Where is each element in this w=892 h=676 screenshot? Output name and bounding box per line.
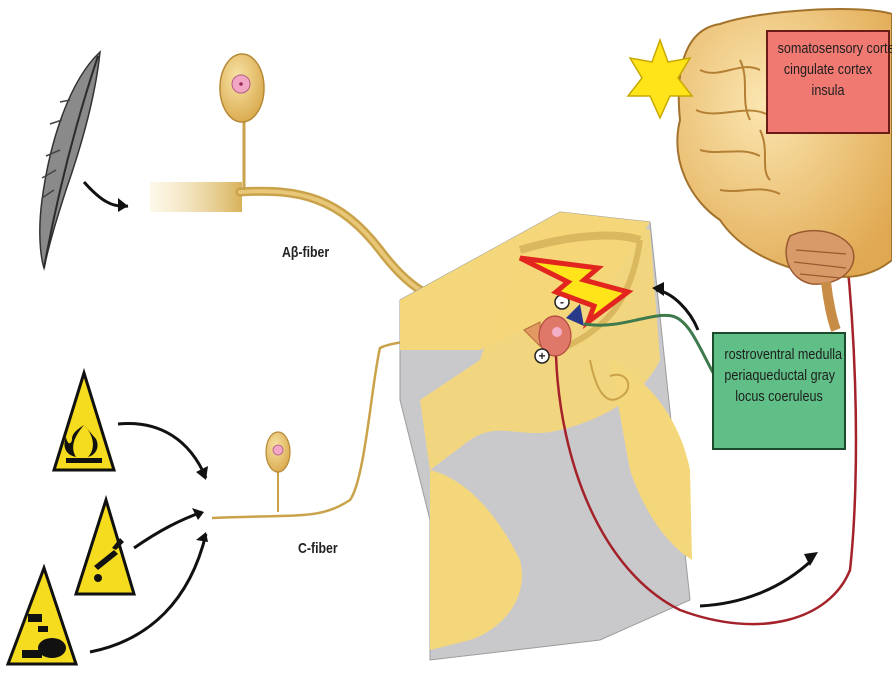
region-locus-coeruleus: locus coeruleus: [724, 386, 833, 407]
modulation-arrow: [656, 290, 698, 330]
plus-sign: +: [538, 349, 545, 363]
brainstem-regions-box: rostroventral medulla periaqueductal gra…: [712, 332, 846, 450]
region-rostroventral-medulla: rostroventral medulla: [724, 344, 833, 365]
region-insula: insula: [778, 80, 879, 101]
region-periaqueductal-gray: periaqueductal gray: [724, 365, 833, 386]
c-fiber-label: C-fiber: [298, 540, 338, 557]
ascending-arrow: [700, 560, 812, 606]
abeta-axon-sheath: [150, 182, 242, 212]
c-nucleus: [273, 445, 283, 455]
region-cingulate-cortex: cingulate cortex: [778, 59, 879, 80]
arrowhead: [118, 198, 128, 212]
excitatory-sign: +: [535, 349, 549, 363]
corrosive-hazard-icon: [8, 568, 76, 664]
arrowheads: [192, 466, 208, 542]
fire-hazard-icon: [54, 373, 114, 470]
sharp-object-hazard-icon: [76, 500, 134, 594]
abeta-fiber-label: Aβ-fiber: [282, 244, 329, 261]
spinal-cord-icon: [400, 212, 692, 660]
cortex-regions-box: somatosensory cortex cingulate cortex in…: [766, 30, 890, 134]
region-somatosensory-cortex: somatosensory cortex: [778, 38, 879, 59]
feather-icon: [40, 52, 100, 268]
